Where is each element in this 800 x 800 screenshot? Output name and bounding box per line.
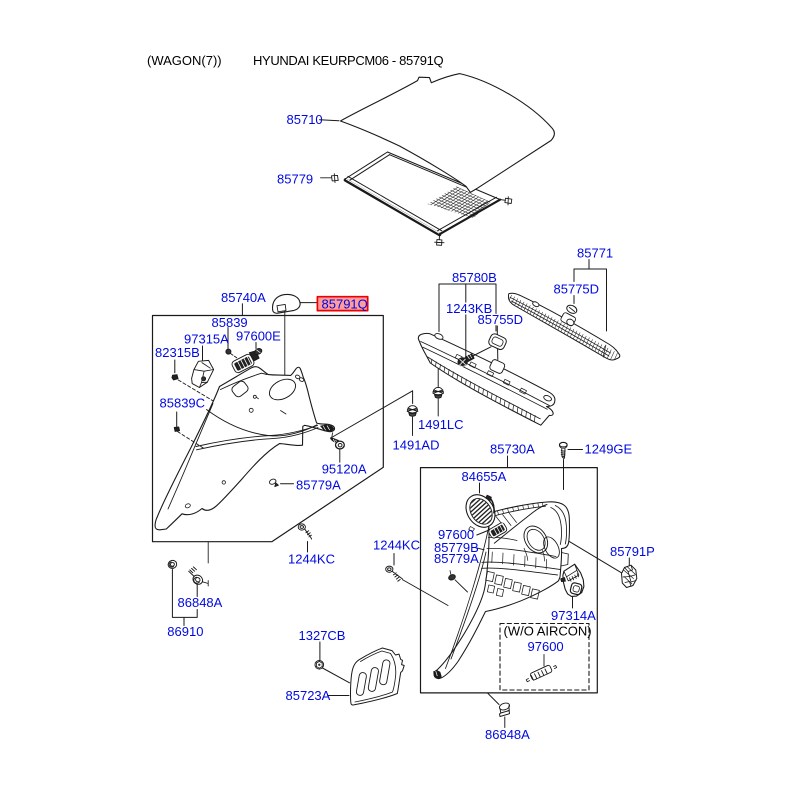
svg-text:85710: 85710 <box>287 112 323 127</box>
svg-text:85780B: 85780B <box>452 270 497 285</box>
svg-text:1243KB: 1243KB <box>446 301 492 316</box>
svg-text:85779: 85779 <box>277 172 313 187</box>
svg-text:85755D: 85755D <box>478 312 524 327</box>
svg-text:85839C: 85839C <box>160 396 206 411</box>
svg-text:85771: 85771 <box>577 246 613 261</box>
svg-text:95120A: 95120A <box>322 462 367 477</box>
svg-text:85740A: 85740A <box>221 290 266 305</box>
svg-text:1491LC: 1491LC <box>418 417 464 432</box>
svg-text:97600: 97600 <box>528 639 564 654</box>
svg-text:97600E: 97600E <box>236 329 281 344</box>
svg-text:(WAGON(7)): (WAGON(7)) <box>147 53 222 68</box>
svg-text:HYUNDAI KEURPCM06 - 85791Q: HYUNDAI KEURPCM06 - 85791Q <box>253 53 444 68</box>
svg-text:85791Q: 85791Q <box>322 296 368 311</box>
svg-text:85791P: 85791P <box>610 544 655 559</box>
svg-text:97314A: 97314A <box>551 608 596 623</box>
svg-text:85775D: 85775D <box>554 282 600 297</box>
svg-text:97600: 97600 <box>438 527 474 542</box>
svg-text:86848A: 86848A <box>178 595 223 610</box>
svg-text:1244KC: 1244KC <box>373 538 420 553</box>
svg-text:85779A: 85779A <box>434 551 479 566</box>
svg-text:85730A: 85730A <box>490 442 535 457</box>
svg-text:85779B: 85779B <box>434 540 479 555</box>
svg-text:82315B: 82315B <box>155 345 200 360</box>
svg-text:86848A: 86848A <box>485 727 530 742</box>
svg-text:1491AD: 1491AD <box>393 438 440 453</box>
svg-text:1244KC: 1244KC <box>288 552 335 567</box>
svg-text:85779A: 85779A <box>296 477 341 492</box>
svg-text:84655A: 84655A <box>462 469 507 484</box>
svg-text:85723A: 85723A <box>286 688 331 703</box>
svg-text:1327CB: 1327CB <box>299 628 346 643</box>
svg-text:97315A: 97315A <box>184 332 229 347</box>
svg-text:86910: 86910 <box>167 624 203 639</box>
svg-text:85839: 85839 <box>212 315 248 330</box>
svg-text:1249GE: 1249GE <box>585 442 633 457</box>
svg-text:(W/O AIRCON): (W/O AIRCON) <box>504 623 592 638</box>
